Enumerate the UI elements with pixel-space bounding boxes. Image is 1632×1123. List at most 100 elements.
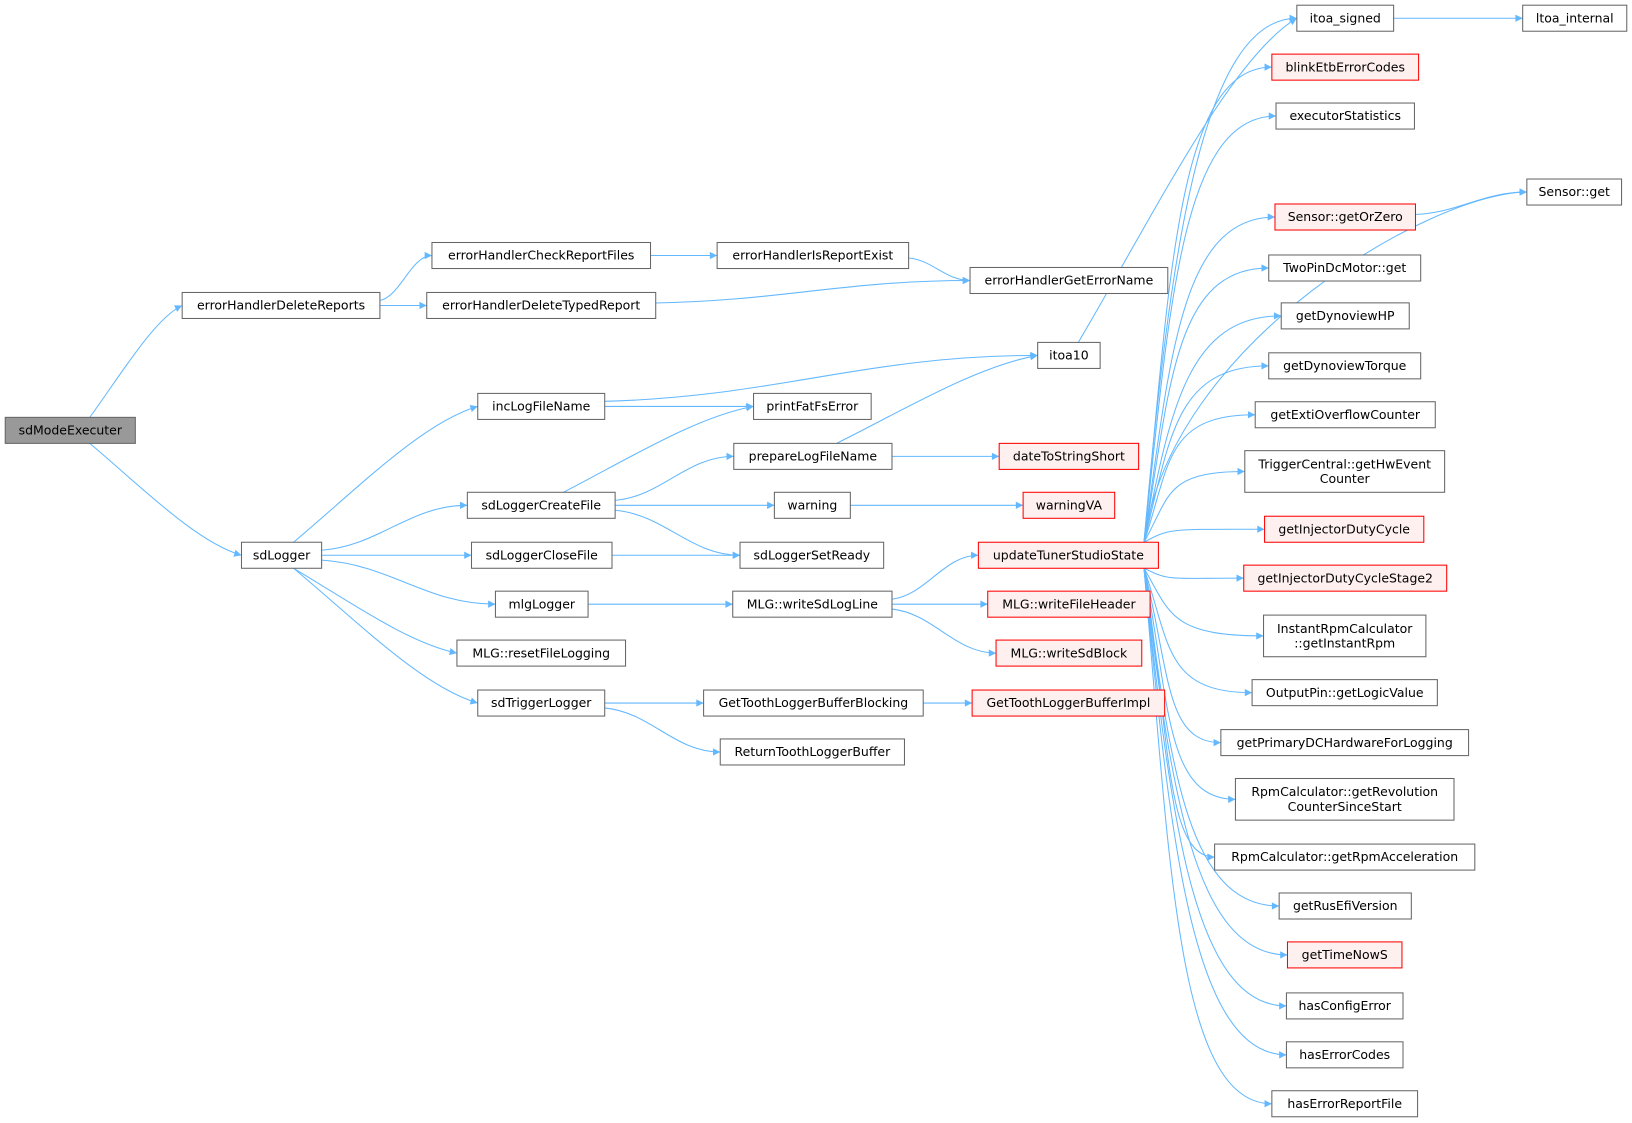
node-print-fat-fs-error[interactable]: printFatFsError bbox=[753, 392, 872, 420]
node-has-error-report-file[interactable]: hasErrorReportFile bbox=[1271, 1090, 1419, 1118]
call-edge-update-tuner-studio-state-to-executor-statistics bbox=[1143, 112, 1277, 543]
node-box bbox=[971, 689, 1166, 717]
node-label: MLG::writeSdBlock bbox=[1011, 645, 1128, 660]
node-error-handler-get-error-name[interactable]: errorHandlerGetErrorName bbox=[969, 266, 1169, 295]
node-get-rpm-acceleration[interactable]: RpmCalculator::getRpmAcceleration bbox=[1214, 843, 1476, 871]
call-edge-sd-logger-to-reset-file-logging bbox=[293, 567, 458, 656]
node-get-tooth-logger-buffer-impl[interactable]: GetToothLoggerBufferImpl bbox=[971, 689, 1166, 717]
node-label: sdLoggerCreateFile bbox=[481, 497, 601, 512]
node-date-to-string-short[interactable]: dateToStringShort bbox=[998, 442, 1140, 470]
node-itoa-signed[interactable]: itoa_signed bbox=[1296, 4, 1395, 32]
node-reset-file-logging[interactable]: MLG::resetFileLogging bbox=[456, 639, 627, 667]
node-error-handler-delete-reports[interactable]: errorHandlerDeleteReports bbox=[181, 291, 381, 319]
node-box bbox=[477, 392, 606, 420]
node-ltoa-internal[interactable]: ltoa_internal bbox=[1522, 4, 1628, 32]
node-get-time-now-s[interactable]: getTimeNowS bbox=[1286, 941, 1403, 969]
node-inc-log-file-name[interactable]: incLogFileName bbox=[477, 392, 606, 420]
node-box bbox=[1220, 729, 1470, 757]
call-edge-error-handler-delete-reports-to-error-handler-check-report-files bbox=[379, 251, 432, 301]
node-get-rus-efi-version[interactable]: getRusEfiVersion bbox=[1278, 892, 1412, 920]
node-box bbox=[477, 689, 606, 717]
node-box bbox=[1278, 892, 1412, 920]
node-sd-trigger-logger[interactable]: sdTriggerLogger bbox=[477, 689, 606, 717]
call-edge-sd-trigger-logger-to-return-tooth-logger-buffer bbox=[604, 707, 721, 756]
node-box bbox=[703, 689, 924, 717]
node-get-dynoview-hp[interactable]: getDynoviewHP bbox=[1280, 302, 1410, 330]
node-prepare-log-file-name[interactable]: prepareLogFileName bbox=[733, 442, 893, 470]
node-box bbox=[1263, 614, 1427, 658]
node-sd-logger[interactable]: sdLogger bbox=[240, 541, 323, 569]
node-box bbox=[426, 291, 657, 319]
call-edge-sd-logger-to-mlg-logger bbox=[321, 559, 496, 608]
call-edge-sd-logger-create-file-to-prepare-log-file-name bbox=[615, 452, 734, 501]
node-return-tooth-logger-buffer[interactable]: ReturnToothLoggerBuffer bbox=[719, 738, 905, 766]
node-sd-logger-close-file[interactable]: sdLoggerCloseFile bbox=[470, 541, 613, 569]
node-label: Sensor::getOrZero bbox=[1288, 209, 1403, 224]
node-label: itoa_signed bbox=[1310, 10, 1381, 25]
node-label: errorHandlerDeleteReports bbox=[197, 298, 365, 313]
node-box bbox=[987, 590, 1151, 618]
call-edge-update-tuner-studio-state-to-get-injector-duty-cycle bbox=[1143, 525, 1265, 543]
node-get-revolution-counter-since-start[interactable]: RpmCalculator::getRevolutionCounterSince… bbox=[1234, 777, 1455, 821]
node-label: updateTunerStudioState bbox=[993, 547, 1144, 562]
node-get-injector-duty-cycle[interactable]: getInjectorDutyCycle bbox=[1264, 515, 1425, 543]
node-write-file-header[interactable]: MLG::writeFileHeader bbox=[987, 590, 1151, 618]
node-warning-va[interactable]: warningVA bbox=[1022, 491, 1116, 519]
node-has-error-codes[interactable]: hasErrorCodes bbox=[1285, 1041, 1404, 1069]
node-get-dynoview-torque[interactable]: getDynoviewTorque bbox=[1268, 352, 1422, 380]
node-has-config-error[interactable]: hasConfigError bbox=[1285, 992, 1404, 1020]
node-box bbox=[1264, 515, 1425, 543]
node-box bbox=[1522, 4, 1628, 32]
node-itoa10[interactable]: itoa10 bbox=[1037, 341, 1101, 369]
node-label: ReturnToothLoggerBuffer bbox=[734, 744, 891, 759]
node-get-exti-overflow-counter[interactable]: getExtiOverflowCounter bbox=[1254, 401, 1436, 429]
node-get-logic-value[interactable]: OutputPin::getLogicValue bbox=[1251, 679, 1438, 707]
node-sd-logger-create-file[interactable]: sdLoggerCreateFile bbox=[466, 491, 616, 519]
node-get-instant-rpm[interactable]: InstantRpmCalculator::getInstantRpm bbox=[1263, 614, 1427, 658]
node-label: InstantRpmCalculator bbox=[1277, 621, 1413, 636]
call-edge-sd-logger-create-file-to-print-fat-fs-error bbox=[563, 404, 754, 493]
node-sd-mode-executer: sdModeExecuter bbox=[4, 416, 136, 444]
node-error-handler-delete-typed-report[interactable]: errorHandlerDeleteTypedReport bbox=[426, 291, 657, 319]
node-box bbox=[732, 590, 893, 618]
node-two-pin-dc-motor-get[interactable]: TwoPinDcMotor::get bbox=[1268, 254, 1422, 282]
node-label: TwoPinDcMotor::get bbox=[1282, 260, 1406, 275]
node-label: prepareLogFileName bbox=[749, 449, 877, 464]
node-blink-etb-error-codes[interactable]: blinkEtbErrorCodes bbox=[1271, 53, 1420, 81]
node-box bbox=[470, 541, 613, 569]
edges-layer bbox=[89, 14, 1527, 1108]
node-sensor-get-or-zero[interactable]: Sensor::getOrZero bbox=[1274, 203, 1417, 231]
node-label: dateToStringShort bbox=[1013, 449, 1125, 464]
node-warning[interactable]: warning bbox=[773, 491, 851, 519]
node-label: RpmCalculator::getRpmAcceleration bbox=[1231, 849, 1458, 864]
node-sd-logger-set-ready[interactable]: sdLoggerSetReady bbox=[739, 541, 885, 569]
node-box bbox=[240, 541, 323, 569]
node-error-handler-is-report-exist[interactable]: errorHandlerIsReportExist bbox=[716, 241, 910, 270]
node-label: sdTriggerLogger bbox=[491, 695, 592, 710]
node-label: sdLoggerCloseFile bbox=[486, 547, 598, 562]
node-label: mlgLogger bbox=[508, 596, 575, 611]
node-write-sd-block[interactable]: MLG::writeSdBlock bbox=[995, 639, 1143, 667]
node-get-primary-dchardware-for-logging[interactable]: getPrimaryDCHardwareForLogging bbox=[1220, 729, 1470, 757]
node-label: printFatFsError bbox=[766, 399, 859, 414]
node-error-handler-check-report-files[interactable]: errorHandlerCheckReportFiles bbox=[431, 241, 652, 270]
call-edge-sd-logger-to-sd-logger-create-file bbox=[321, 501, 468, 551]
call-edge-prepare-log-file-name-to-itoa10 bbox=[836, 353, 1038, 444]
node-label: getInjectorDutyCycle bbox=[1278, 521, 1410, 536]
node-box bbox=[494, 590, 589, 618]
node-get-injector-duty-cycle-stage2[interactable]: getInjectorDutyCycleStage2 bbox=[1243, 564, 1448, 592]
node-label: getRusEfiVersion bbox=[1293, 898, 1398, 913]
node-label: OutputPin::getLogicValue bbox=[1266, 685, 1424, 700]
call-edge-error-handler-is-report-exist-to-error-handler-get-error-name bbox=[908, 257, 971, 285]
call-edge-update-tuner-studio-state-to-get-logic-value bbox=[1143, 568, 1253, 697]
node-mlg-logger[interactable]: mlgLogger bbox=[494, 590, 589, 618]
node-executor-statistics[interactable]: executorStatistics bbox=[1275, 102, 1415, 130]
node-label: warningVA bbox=[1036, 497, 1103, 512]
nodes-layer: sdModeExecuter errorHandlerDeleteReports s… bbox=[4, 4, 1628, 1118]
node-write-sd-log-line[interactable]: MLG::writeSdLogLine bbox=[732, 590, 893, 618]
node-update-tuner-studio-state[interactable]: updateTunerStudioState bbox=[977, 541, 1159, 569]
node-get-tooth-logger-buffer-blocking[interactable]: GetToothLoggerBufferBlocking bbox=[703, 689, 924, 717]
node-sensor-get[interactable]: Sensor::get bbox=[1526, 178, 1623, 206]
call-edge-update-tuner-studio-state-to-get-rus-efi-version bbox=[1143, 568, 1280, 910]
